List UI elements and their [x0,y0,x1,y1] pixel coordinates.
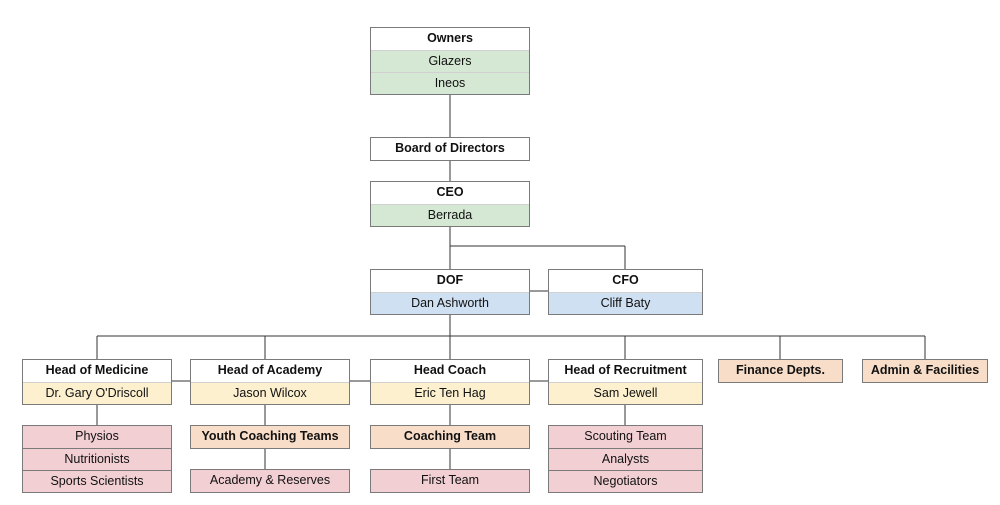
board-title: Board of Directors [395,141,505,155]
coaching-team-box: Coaching Team [370,425,530,449]
head-of-academy-box: Head of Academy Jason Wilcox [190,359,350,405]
owner-ineos: Ineos [371,72,529,94]
recruitment-staff-box: Scouting Team Analysts Negotiators [548,425,703,493]
ceo-title: CEO [436,185,464,199]
owners-box: Owners Glazers Ineos [370,27,530,95]
staff-scouting-team: Scouting Team [549,426,702,448]
recruitment-name: Sam Jewell [549,382,702,404]
staff-negotiators: Negotiators [549,470,702,492]
admin-facilities-box: Admin & Facilities [862,359,988,383]
coaching-team: Coaching Team [371,426,529,448]
medicine-title: Head of Medicine [45,363,149,377]
staff-analysts: Analysts [549,448,702,470]
cfo-title: CFO [612,273,639,287]
dof-title: DOF [436,273,464,287]
coach-title: Head Coach [413,363,487,377]
academy-title: Head of Academy [217,363,323,377]
owners-title: Owners [427,31,473,45]
ceo-name: Berrada [371,204,529,226]
academy-reserves: Academy & Reserves [191,470,349,492]
coach-name: Eric Ten Hag [371,382,529,404]
cfo-name: Cliff Baty [549,292,702,314]
academy-reserves-box: Academy & Reserves [190,469,350,493]
youth-coaching-box: Youth Coaching Teams [190,425,350,449]
dof-box: DOF Dan Ashworth [370,269,530,315]
staff-nutritionists: Nutritionists [23,448,171,470]
board-box: Board of Directors [370,137,530,161]
academy-name: Jason Wilcox [191,382,349,404]
recruitment-title: Head of Recruitment [564,363,687,377]
head-of-medicine-box: Head of Medicine Dr. Gary O'Driscoll [22,359,172,405]
cfo-box: CFO Cliff Baty [548,269,703,315]
medicine-staff-box: Physios Nutritionists Sports Scientists [22,425,172,493]
head-coach-box: Head Coach Eric Ten Hag [370,359,530,405]
finance-depts: Finance Depts. [719,360,842,382]
finance-depts-box: Finance Depts. [718,359,843,383]
staff-physios: Physios [23,426,171,448]
owner-glazers: Glazers [371,50,529,72]
first-team: First Team [371,470,529,492]
head-of-recruitment-box: Head of Recruitment Sam Jewell [548,359,703,405]
youth-coaching-teams: Youth Coaching Teams [191,426,349,448]
first-team-box: First Team [370,469,530,493]
dof-name: Dan Ashworth [371,292,529,314]
medicine-name: Dr. Gary O'Driscoll [23,382,171,404]
ceo-box: CEO Berrada [370,181,530,227]
staff-sports-scientists: Sports Scientists [23,470,171,492]
admin-facilities: Admin & Facilities [863,360,987,382]
